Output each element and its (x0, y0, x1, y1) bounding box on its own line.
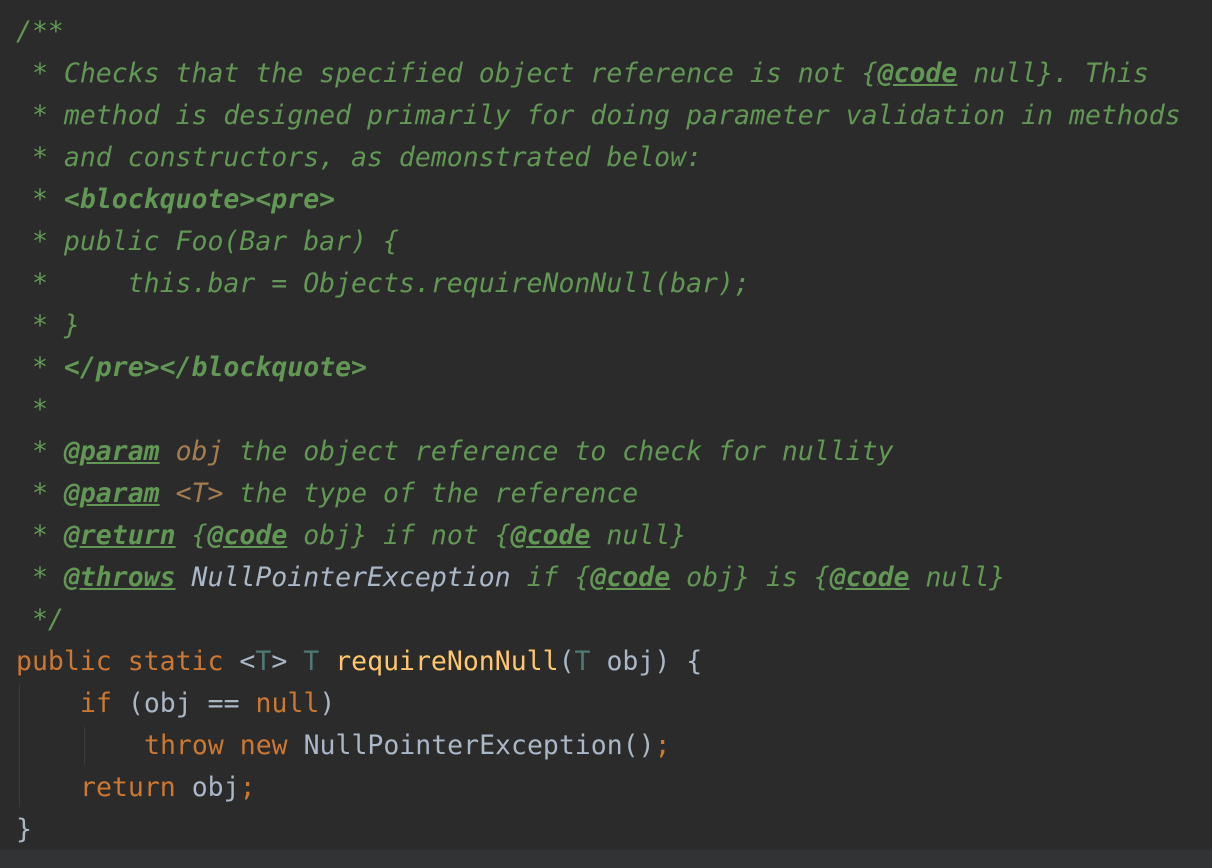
param-name: obj (175, 436, 224, 467)
semicolon: ; (239, 772, 256, 803)
exception-ref[interactable]: NullPointerException (191, 562, 511, 593)
comment-star: * (16, 184, 64, 215)
comment-text: method is designed primarily for doing p… (63, 100, 1181, 131)
comment-close-line: */ (16, 599, 64, 641)
param-type: T (574, 646, 591, 677)
comment-open-line: /** (16, 11, 64, 53)
comment-text: this.bar = Objects.requireNonNull(bar); (63, 268, 750, 299)
throw-statement: throw new NullPointerException(); (144, 725, 671, 767)
code-tag: @code (877, 58, 958, 89)
comment-text: null}. This (957, 58, 1149, 89)
indent-guide (19, 685, 20, 807)
comment-star: * (16, 142, 64, 173)
comment-text: obj} is { (670, 562, 830, 593)
comment-star: * (16, 226, 64, 257)
if-condition: (obj == (111, 688, 256, 719)
closing-brace-line: } (16, 809, 32, 851)
param-tag: @param (63, 478, 160, 509)
javadoc-param-obj: * @param obj the object reference to che… (16, 431, 894, 473)
javadoc-line-2: * method is designed primarily for doing… (16, 95, 1181, 137)
indent-guide (84, 727, 85, 765)
comment-text: null} (909, 562, 1006, 593)
editor-bottom-strip (0, 850, 1212, 868)
javadoc-line-6: * this.bar = Objects.requireNonNull(bar)… (16, 263, 750, 305)
keyword-throw: throw (144, 730, 224, 761)
if-statement: if (obj == null) (80, 683, 335, 725)
comment-text: if { (510, 562, 591, 593)
comment-open: /** (16, 16, 64, 47)
comment-text: and constructors, as demonstrated below: (63, 142, 703, 173)
code-tag: @code (829, 562, 910, 593)
generic-close: > (271, 646, 288, 677)
comment-text: the object reference to check for nullit… (223, 436, 894, 467)
javadoc-throws: * @throws NullPointerException if {@code… (16, 557, 1005, 599)
comment-text: obj} if not { (287, 520, 511, 551)
paren-close: ) (319, 688, 336, 719)
comment-star: * (16, 520, 64, 551)
keyword-static: static (127, 646, 224, 677)
throws-tag: @throws (63, 562, 176, 593)
param-tag: @param (63, 436, 160, 467)
method-name[interactable]: requireNonNull (335, 646, 559, 677)
javadoc-line-8: * </pre></blockquote> (16, 347, 367, 389)
return-type: T (303, 646, 320, 677)
keyword-new: new (239, 730, 288, 761)
return-statement: return obj; (80, 767, 256, 809)
closing-brace: } (16, 814, 32, 845)
keyword-null: null (255, 688, 320, 719)
html-tag: </pre></blockquote> (63, 352, 368, 383)
comment-star: * (16, 478, 64, 509)
comment-text: the type of the reference (223, 478, 639, 509)
comment-star: * (16, 310, 64, 341)
comment-star: * (16, 100, 64, 131)
code-editor[interactable]: /** * Checks that the specified object r… (0, 0, 1212, 850)
comment-text: public Foo(Bar bar) { (63, 226, 399, 257)
javadoc-line-1: * Checks that the specified object refer… (16, 53, 1149, 95)
return-value: obj (175, 772, 240, 803)
comment-text: null} (590, 520, 687, 551)
keyword-public: public (16, 646, 112, 677)
comment-close: */ (16, 604, 64, 635)
comment-brace: { (861, 58, 878, 89)
method-signature: public static <T> T requireNonNull(T obj… (16, 641, 702, 683)
code-tag: @code (207, 520, 288, 551)
code-tag: @code (510, 520, 591, 551)
javadoc-line-5: * public Foo(Bar bar) { (16, 221, 399, 263)
exception-constructor[interactable]: NullPointerException() (287, 730, 655, 761)
keyword-return: return (80, 772, 176, 803)
comment-star: * (16, 58, 64, 89)
comment-text: } (63, 310, 80, 341)
comment-star: * (16, 394, 48, 425)
comment-star: * (16, 268, 64, 299)
html-tag: <blockquote><pre> (63, 184, 336, 215)
type-param: T (255, 646, 272, 677)
keyword-if: if (80, 688, 112, 719)
comment-star: * (16, 352, 64, 383)
comment-star: * (16, 436, 64, 467)
semicolon: ; (654, 730, 671, 761)
return-tag: @return (63, 520, 176, 551)
comment-brace: { (191, 520, 208, 551)
javadoc-line-9: * (16, 389, 48, 431)
param-decl: obj) { (590, 646, 703, 677)
comment-text: Checks that the specified object referen… (63, 58, 862, 89)
generic-open: < (223, 646, 256, 677)
param-name: <T> (175, 478, 224, 509)
paren-open: ( (558, 646, 575, 677)
javadoc-line-3: * and constructors, as demonstrated belo… (16, 137, 702, 179)
javadoc-return: * @return {@code obj} if not {@code null… (16, 515, 686, 557)
comment-star: * (16, 562, 64, 593)
javadoc-line-4: * <blockquote><pre> (16, 179, 335, 221)
javadoc-param-T: * @param <T> the type of the reference (16, 473, 638, 515)
javadoc-line-7: * } (16, 305, 80, 347)
code-tag: @code (590, 562, 671, 593)
